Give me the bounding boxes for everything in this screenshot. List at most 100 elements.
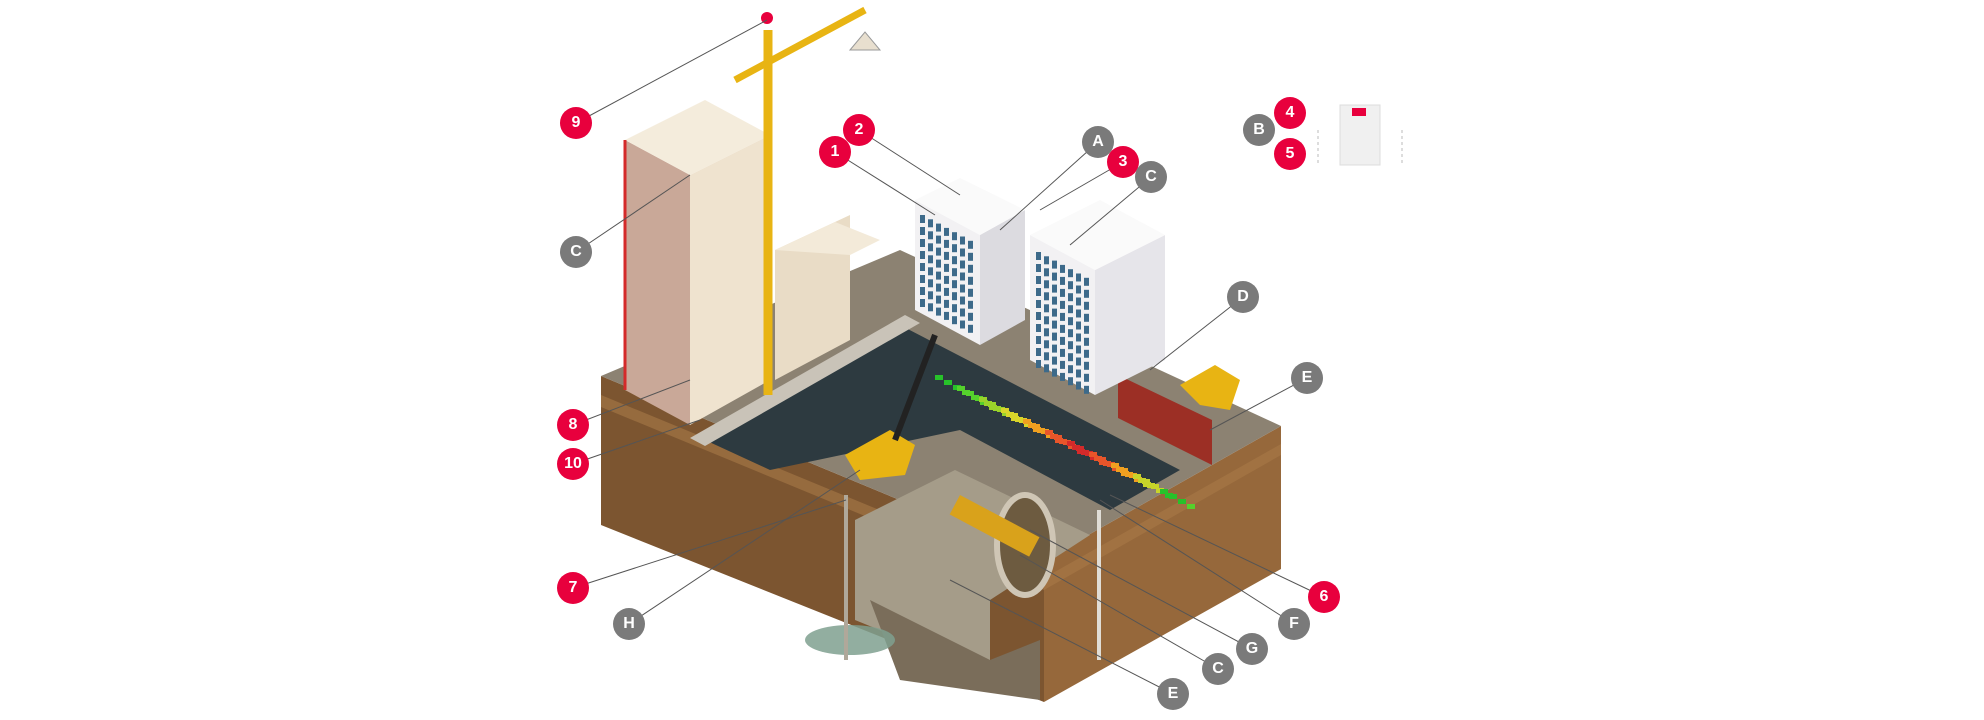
window [1036,324,1041,332]
sensor-marker-3[interactable]: 3 [1107,146,1139,178]
window [968,300,973,309]
leader-line [1099,499,1295,625]
window [1036,288,1041,296]
window [1076,333,1081,342]
window [960,320,965,329]
leader-line [1019,554,1219,670]
window [1084,337,1089,346]
sensor-marker-8[interactable]: 8 [557,409,589,441]
window [1044,292,1049,301]
group-marker-f[interactable]: F [1278,608,1310,640]
window [960,260,965,269]
sensor-marker-4[interactable]: 4 [1274,97,1306,129]
data-server-icon [1317,104,1403,166]
settlement-grid-cell [1151,484,1159,489]
window [968,288,973,297]
group-marker-c[interactable]: C [560,236,592,268]
window [1052,308,1057,317]
settlement-grid-cell [1001,408,1009,413]
group-marker-c[interactable]: C [1135,161,1167,193]
group-marker-d[interactable]: D [1227,281,1259,313]
leader-line [575,19,768,124]
sensor-marker-7[interactable]: 7 [557,572,589,604]
window [928,231,933,240]
group-marker-b[interactable]: B [1243,114,1275,146]
window [1060,300,1065,309]
settlement-grid-cell [1010,413,1018,418]
leader-line [575,174,691,253]
window [1084,373,1089,382]
window [1076,369,1081,378]
group-marker-e[interactable]: E [1291,362,1323,394]
settlement-grid-cell [979,397,987,402]
window [928,303,933,312]
window [1044,280,1049,289]
window [944,287,949,296]
window [936,223,941,232]
settlement-grid-cell [935,375,943,380]
sensor-marker-1[interactable]: 1 [819,136,851,168]
window [952,316,957,325]
window [936,247,941,256]
window [1076,273,1081,282]
sensor-marker-6[interactable]: 6 [1308,581,1340,613]
window [1076,285,1081,294]
window [1060,336,1065,345]
window [944,239,949,248]
window [1044,328,1049,337]
window [936,307,941,316]
settlement-grid-cell [1054,435,1062,440]
leader-line [572,419,701,465]
office-windows [920,215,1089,394]
sensor-marker-10[interactable]: 10 [557,448,589,480]
leader-line [1069,176,1152,246]
window [936,295,941,304]
window [1084,301,1089,310]
settlement-grid-cell [944,380,952,385]
settlement-grid-cell [1178,499,1186,504]
window [1068,305,1073,314]
window [1084,313,1089,322]
group-marker-e[interactable]: E [1157,678,1189,710]
settlement-grid-cell [1032,424,1040,429]
window [928,219,933,228]
window [1076,381,1081,390]
soil-right-face [1044,426,1281,702]
leader-line [999,141,1099,231]
group-marker-c[interactable]: C [1202,653,1234,685]
window [960,236,965,245]
window [944,275,949,284]
group-marker-g[interactable]: G [1236,633,1268,665]
window [1044,352,1049,361]
settlement-grid-cell [1089,452,1097,457]
tall-building-roof [625,100,770,175]
sensor-marker-5[interactable]: 5 [1274,138,1306,170]
office-building-1-roof [915,178,1025,235]
mid-building-front [775,215,850,380]
window [928,255,933,264]
window [1052,296,1057,305]
settlement-grid-cell [1023,419,1031,424]
window [920,263,925,271]
window [1084,277,1089,286]
group-marker-h[interactable]: H [613,608,645,640]
settlement-grid-cell [988,402,996,407]
window [968,240,973,249]
window [1076,297,1081,306]
settlement-grid-cell [1111,463,1119,468]
window [1068,341,1073,350]
shaft-pit-floor [870,600,1040,700]
window [920,275,925,283]
window [1084,325,1089,334]
window [1052,368,1057,377]
mid-building-roof [775,222,880,255]
leader-line [858,129,961,196]
leader-line [1109,494,1325,598]
sensor-marker-9[interactable]: 9 [560,107,592,139]
settlement-grid-cell [966,391,974,396]
window [1060,360,1065,369]
window [1068,317,1073,326]
sensor-marker-2[interactable]: 2 [843,114,875,146]
settlement-grid-cell [957,386,965,391]
